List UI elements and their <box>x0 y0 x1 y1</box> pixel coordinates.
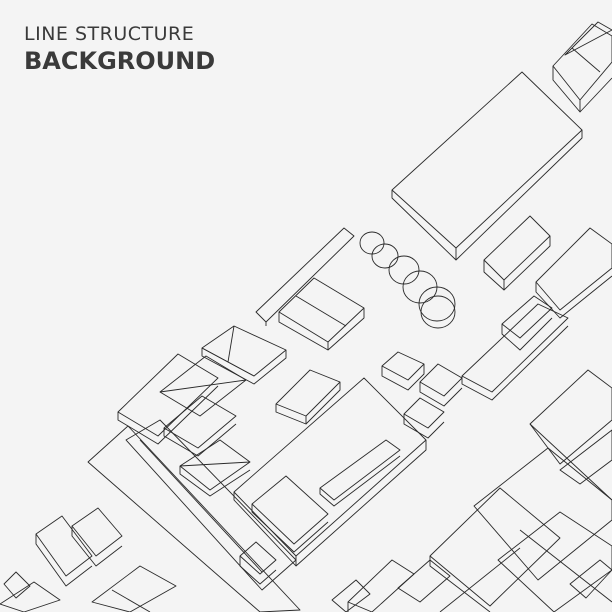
lower-left-boxes <box>0 507 177 612</box>
pyramid-cluster <box>117 325 287 497</box>
mini-cubes <box>381 351 463 439</box>
big-platform <box>233 377 427 567</box>
platform-details <box>239 541 371 612</box>
top-right-blocks <box>552 21 612 113</box>
center-cube <box>275 369 341 425</box>
title-block: LINE STRUCTURE BACKGROUND <box>24 22 215 76</box>
roof-box <box>278 277 365 351</box>
right-strip <box>461 295 569 401</box>
title-line-1: LINE STRUCTURE <box>24 23 195 45</box>
large-slab <box>391 71 583 261</box>
bottom-right-dense <box>347 369 612 612</box>
left-base <box>87 419 301 612</box>
title-line-2: BACKGROUND <box>24 47 216 75</box>
circle-row <box>359 231 456 329</box>
small-box-1 <box>483 215 551 291</box>
long-bar <box>255 227 355 326</box>
